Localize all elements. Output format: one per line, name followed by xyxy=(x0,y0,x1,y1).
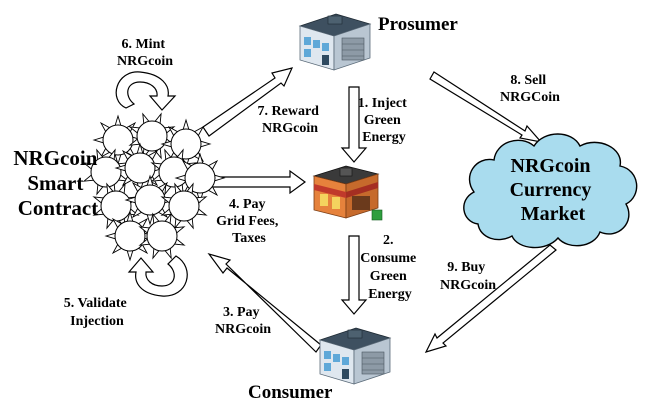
step-6-label: 6. Mint NRGcoin xyxy=(117,37,173,69)
consumer-label: Consumer xyxy=(248,382,333,403)
mint-curved-arrow xyxy=(115,71,177,111)
validate-curved-arrow xyxy=(127,255,188,297)
step-3-label: 3. Pay NRGcoin xyxy=(215,305,271,337)
arrow-sell xyxy=(429,71,543,143)
contract-node-icon xyxy=(128,112,176,160)
step-8-label: 8. Sell NRGCoin xyxy=(500,73,560,105)
contract-node-icon xyxy=(92,114,144,166)
step-2-label: 2. Consume Green Energy xyxy=(360,233,420,302)
step-9-label: 9. Buy NRGcoin xyxy=(440,260,496,293)
cycle-arrows xyxy=(115,71,188,297)
market-label: NRGcoin Currency Market xyxy=(510,155,597,225)
consumer-building-icon xyxy=(318,327,392,385)
arrow-inject xyxy=(340,86,368,163)
prosumer-building-icon xyxy=(298,13,372,71)
step-5-label: 5. Validate Injection xyxy=(64,296,131,329)
step-1-label: 1. Inject Green Energy xyxy=(358,96,411,145)
step-7-label: 7. Reward NRGcoin xyxy=(258,104,323,136)
contract-node-icon xyxy=(138,212,186,260)
smart-contract-cluster-icon xyxy=(82,112,226,262)
grid-shop-building-icon xyxy=(312,165,383,221)
contract-node-icon xyxy=(160,182,208,230)
step-4-label: 4. Pay Grid Fees, Taxes xyxy=(216,197,282,246)
arrow-reward xyxy=(202,67,294,137)
prosumer-label: Prosumer xyxy=(378,14,458,35)
market-cloud xyxy=(463,133,638,249)
arrow-pay-nrgcoin xyxy=(207,252,322,353)
arrow-consume xyxy=(340,235,368,315)
arrow-buy xyxy=(424,244,557,353)
contract-label: NRGcoin Smart Contract xyxy=(13,146,102,220)
contract-node-icon xyxy=(82,148,130,196)
flow-arrows xyxy=(202,67,557,353)
contract-node-icon xyxy=(104,210,156,262)
contract-node-icon xyxy=(114,142,166,194)
arrow-pay-fees xyxy=(211,169,307,195)
